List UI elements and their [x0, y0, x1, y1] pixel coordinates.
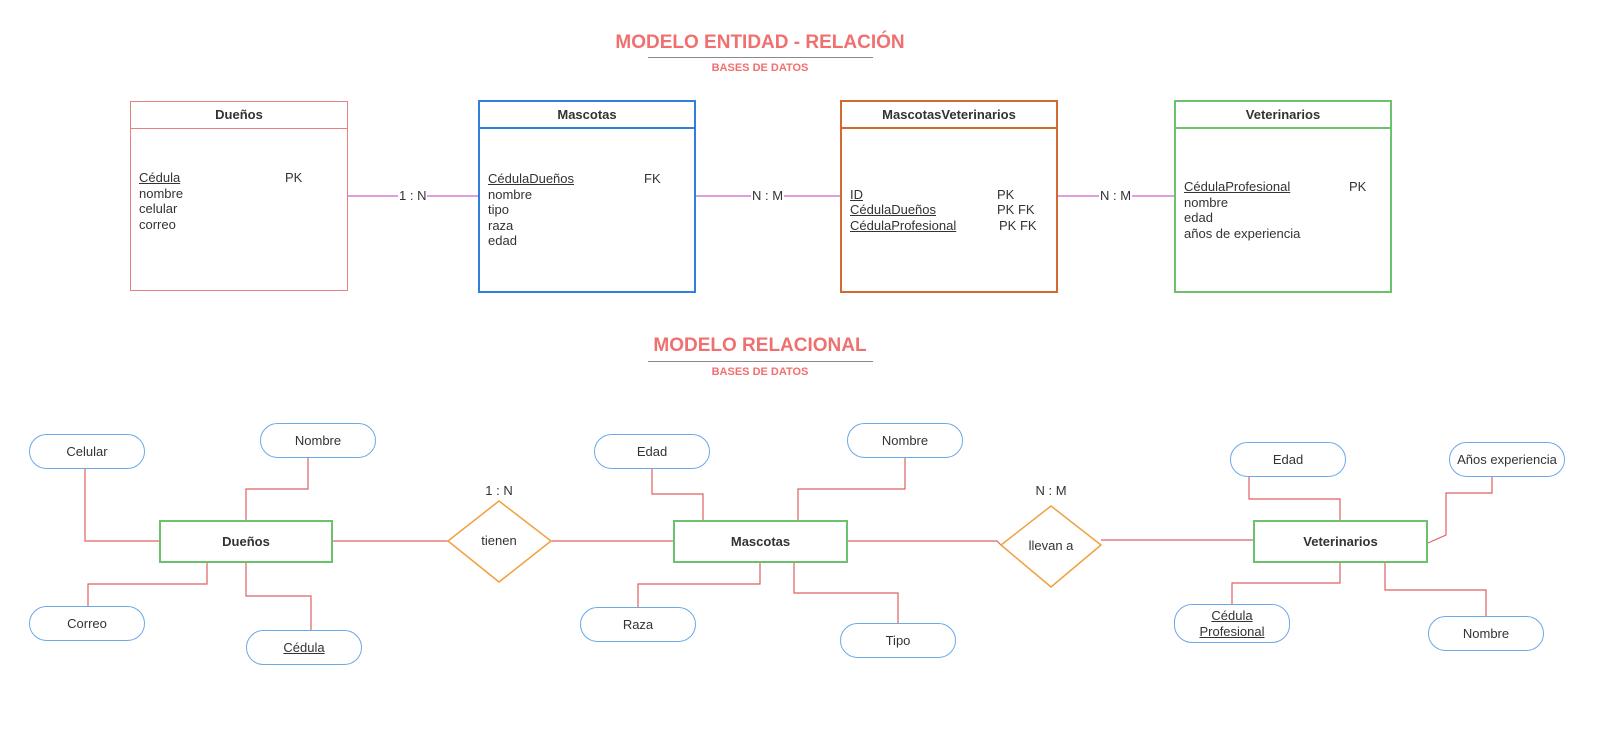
attr-duenos-nombre[interactable]: Nombre: [260, 423, 376, 458]
er-entity-mascotasveterinarios-title: MascotasVeterinarios: [842, 102, 1056, 129]
er-veterinarios-field: años de experiencia: [1184, 226, 1301, 241]
er-mascotasvet-key: PK FK: [997, 202, 1035, 217]
er-duenos-field: celular: [139, 201, 178, 216]
rel-entity-duenos[interactable]: Dueños: [159, 520, 333, 563]
er-entity-mascotas[interactable]: Mascotas CédulaDueños FK nombre tipo raz…: [478, 100, 696, 293]
er-entity-mascotas-title: Mascotas: [480, 102, 694, 129]
attr-label: Edad: [1272, 451, 1304, 467]
er-title: MODELO ENTIDAD - RELACIÓN: [615, 32, 905, 53]
er-mascotas-field: edad: [488, 233, 517, 248]
er-subtitle: BASES DE DATOS: [711, 62, 809, 74]
attr-vet-cedula-profesional[interactable]: Cédula Profesional: [1174, 604, 1290, 643]
attr-label: Cédula: [283, 639, 325, 655]
er-veterinarios-field: CédulaProfesional: [1184, 179, 1291, 194]
er-mascotasvet-key: PK FK: [999, 218, 1037, 233]
attr-vet-experiencia[interactable]: Años experiencia: [1449, 442, 1565, 477]
line-vet-edad: [1248, 477, 1341, 520]
relational-title: MODELO RELACIONAL: [653, 335, 867, 356]
er-entity-mascotasveterinarios[interactable]: MascotasVeterinarios ID PK CédulaDueños …: [840, 100, 1058, 293]
attr-mascotas-edad[interactable]: Edad: [594, 434, 710, 469]
llevan-label: llevan a: [1028, 538, 1074, 553]
er-veterinarios-field: edad: [1184, 210, 1213, 225]
er-link-label: N : M: [1099, 188, 1133, 203]
er-veterinarios-key: PK: [1349, 179, 1367, 194]
line-vet-nombre: [1384, 563, 1487, 616]
line-duenos-cedula: [245, 563, 312, 630]
line-vet-experiencia: [1427, 477, 1493, 544]
er-mascotas-field: CédulaDueños: [488, 171, 575, 186]
er-duenos-field: Cédula: [139, 170, 181, 185]
er-mascotasvet-field: CédulaProfesional: [850, 218, 957, 233]
er-mascotasvet-field: CédulaDueños: [850, 202, 937, 217]
er-link-label: 1 : N: [398, 188, 428, 203]
er-mascotasvet-key: PK: [997, 187, 1015, 202]
er-mascotas-key: FK: [644, 171, 661, 186]
line-mascotas-edad: [651, 469, 704, 520]
er-entity-veterinarios[interactable]: Veterinarios CédulaProfesional PK nombre…: [1174, 100, 1392, 293]
line-mascotas-tipo: [793, 563, 899, 623]
relational-subtitle: BASES DE DATOS: [711, 366, 809, 378]
attr-label: Celular: [66, 443, 108, 459]
attr-duenos-celular[interactable]: Celular: [29, 434, 145, 469]
line-mascotas-nombre: [797, 458, 906, 520]
line-duenos-celular: [84, 469, 159, 542]
er-mascotas-field: nombre: [488, 187, 533, 202]
er-title-rule: [648, 57, 873, 58]
attr-label: Años experiencia: [1457, 451, 1557, 467]
er-link-label: N : M: [751, 188, 785, 203]
attr-mascotas-nombre[interactable]: Nombre: [847, 423, 963, 458]
rel-entity-veterinarios[interactable]: Veterinarios: [1253, 520, 1428, 563]
er-entity-veterinarios-title: Veterinarios: [1176, 102, 1390, 129]
er-entity-duenos[interactable]: Dueños Cédula PK nombre celular correo: [130, 101, 348, 291]
attr-label: Cédula: [1211, 607, 1253, 623]
er-mascotas-field: tipo: [488, 202, 509, 217]
attr-label: Raza: [622, 616, 654, 632]
tienen-cardinality: 1 : N: [485, 483, 513, 498]
attr-label: Nombre: [881, 432, 929, 448]
line-duenos-nombre: [245, 458, 309, 520]
er-duenos-field: nombre: [139, 186, 184, 201]
attr-label: Profesional: [1199, 623, 1265, 639]
er-duenos-key: PK: [285, 170, 303, 185]
llevan-diamond: [999, 505, 1103, 588]
attr-duenos-cedula[interactable]: Cédula: [246, 630, 362, 665]
line-duenos-correo: [87, 563, 208, 606]
line-mascotas-llevan: [848, 540, 1002, 546]
er-mascotas-field: raza: [488, 218, 514, 233]
er-veterinarios-field: nombre: [1184, 195, 1229, 210]
line-mascotas-raza: [637, 563, 761, 607]
attr-label: Correo: [67, 615, 107, 631]
attr-mascotas-tipo[interactable]: Tipo: [840, 623, 956, 658]
attr-label: Tipo: [885, 632, 911, 648]
attr-label: Nombre: [294, 432, 342, 448]
relational-title-rule: [648, 361, 873, 362]
attr-label: Nombre: [1462, 625, 1510, 641]
attr-duenos-correo[interactable]: Correo: [29, 606, 145, 641]
attr-vet-nombre[interactable]: Nombre: [1428, 616, 1544, 651]
rel-entity-mascotas[interactable]: Mascotas: [673, 520, 848, 563]
attr-mascotas-raza[interactable]: Raza: [580, 607, 696, 642]
llevan-cardinality: N : M: [1035, 483, 1067, 498]
line-vet-cedula: [1231, 563, 1341, 604]
tienen-label: tienen: [481, 533, 517, 548]
attr-vet-edad[interactable]: Edad: [1230, 442, 1346, 477]
er-duenos-field: correo: [139, 217, 176, 232]
tienen-diamond: [446, 500, 553, 583]
attr-label: Edad: [636, 443, 668, 459]
er-mascotasvet-field: ID: [850, 187, 863, 202]
er-entity-duenos-title: Dueños: [131, 102, 347, 129]
